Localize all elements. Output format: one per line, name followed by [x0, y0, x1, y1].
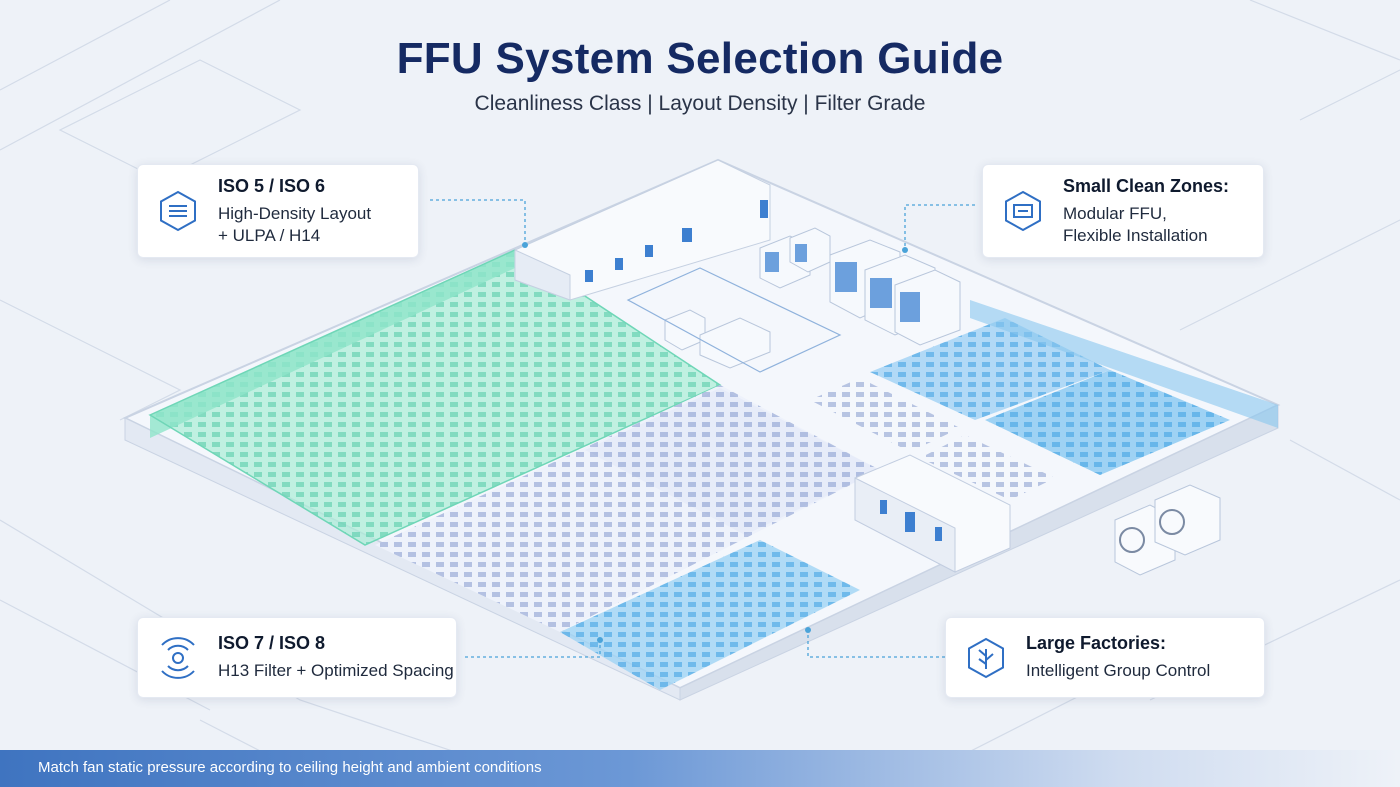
filter-hexagon-icon	[160, 190, 196, 232]
card-heading: Small Clean Zones:	[1063, 175, 1230, 196]
card-large-factories: Large Factories: Intelligent Group Contr…	[945, 617, 1265, 698]
card-iso7-iso8: ISO 7 / ISO 8 H13 Filter + Optimized Spa…	[137, 617, 457, 698]
card-heading: ISO 7 / ISO 8	[218, 633, 326, 653]
card-line: + ULPA / H14	[218, 225, 321, 245]
card-iso5-iso6: ISO 5 / ISO 6 High-Density Layout + ULPA…	[137, 164, 419, 258]
tree-network-icon	[968, 637, 1004, 678]
zone-iso5-6	[148, 249, 722, 546]
zone-iso7-8	[560, 300, 1278, 690]
footer-note: Match fan static pressure according to c…	[38, 759, 542, 776]
modular-unit-icon	[1005, 190, 1041, 232]
page-subtitle: Cleanliness Class | Layout Density | Fil…	[474, 92, 926, 115]
callout-lines	[430, 199, 975, 658]
card-line: High-Density Layout	[218, 203, 372, 223]
airflow-signal-icon	[161, 636, 195, 679]
card-heading: ISO 5 / ISO 6	[218, 175, 326, 196]
outdoor-ac-units	[1114, 484, 1221, 576]
card-line: Modular FFU,	[1063, 203, 1167, 223]
page-title: FFU System Selection Guide	[396, 34, 1004, 83]
card-line: Flexible Installation	[1063, 225, 1208, 245]
zone-standard	[375, 378, 1055, 632]
footer-banner: Match fan static pressure according to c…	[0, 750, 1400, 787]
card-line: Intelligent Group Control	[1026, 661, 1211, 680]
card-heading: Large Factories:	[1026, 633, 1167, 653]
card-line: H13 Filter + Optimized Spacing	[218, 661, 454, 680]
front-room-building	[854, 454, 1011, 573]
utility-building	[514, 159, 771, 301]
card-small-clean-zones: Small Clean Zones: Modular FFU, Flexible…	[982, 164, 1264, 258]
equipment-cluster	[626, 227, 961, 373]
